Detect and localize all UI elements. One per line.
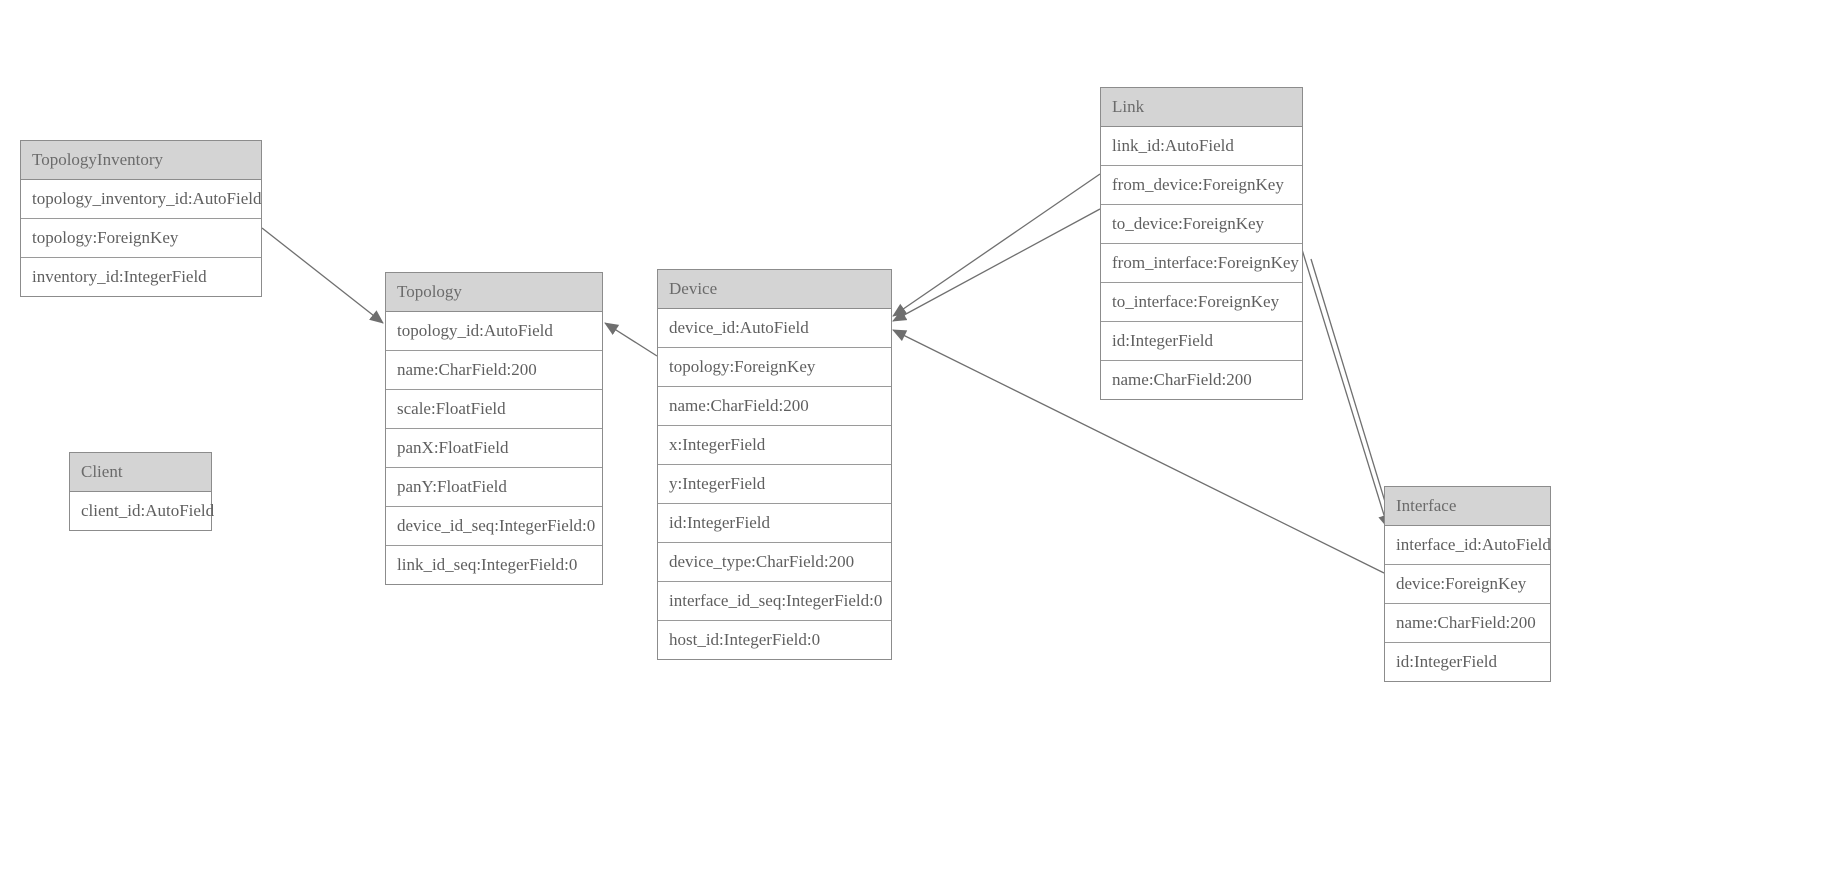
entity-field[interactable]: device_id_seq:IntegerField:0 bbox=[386, 507, 602, 546]
entity-field[interactable]: topology_id:AutoField bbox=[386, 312, 602, 351]
entity-field-list: topology_id:AutoField name:CharField:200… bbox=[386, 312, 602, 584]
entity-field[interactable]: scale:FloatField bbox=[386, 390, 602, 429]
entity-field[interactable]: device_type:CharField:200 bbox=[658, 543, 891, 582]
edge-link-to-interface-to-interface bbox=[1310, 258, 1395, 529]
edge-device-to-topology bbox=[604, 322, 658, 357]
entity-field[interactable]: name:CharField:200 bbox=[1112, 370, 1252, 389]
entity-field[interactable]: from_interface:ForeignKey bbox=[1101, 244, 1302, 283]
edge-link-from-device-to-device bbox=[892, 173, 1101, 317]
entity-field-list: link_id:AutoField from_device:ForeignKey… bbox=[1101, 127, 1302, 399]
entity-title: TopologyInventory bbox=[21, 141, 261, 180]
entity-device[interactable]: Device device_id:AutoField topology:Fore… bbox=[657, 269, 892, 660]
entity-field[interactable]: interface_id_seq:IntegerField:0 bbox=[658, 582, 891, 621]
entity-field[interactable]: to_device:ForeignKey bbox=[1101, 205, 1302, 244]
entity-title: Topology bbox=[386, 273, 602, 312]
entity-field-list: client_id:AutoField bbox=[70, 492, 215, 530]
entity-field[interactable]: host_id:IntegerField:0 bbox=[669, 630, 821, 649]
entity-field[interactable]: device:ForeignKey bbox=[1385, 565, 1550, 604]
entity-topologyinventory[interactable]: TopologyInventory topology_inventory_id:… bbox=[20, 140, 262, 297]
entity-field[interactable]: to_interface:ForeignKey bbox=[1101, 283, 1302, 322]
entity-field[interactable]: id:IntegerField bbox=[658, 504, 891, 543]
entity-field[interactable]: name:CharField:200 bbox=[1385, 604, 1550, 643]
entity-title: Client bbox=[70, 453, 211, 492]
entity-field[interactable]: interface_id:AutoField bbox=[1385, 526, 1551, 565]
entity-field[interactable]: topology:ForeignKey bbox=[21, 219, 261, 258]
entity-field[interactable]: link_id:AutoField bbox=[1101, 127, 1302, 166]
entity-field[interactable]: panY:FloatField bbox=[386, 468, 602, 507]
entity-field[interactable]: topology_inventory_id:AutoField bbox=[21, 180, 262, 219]
entity-link[interactable]: Link link_id:AutoField from_device:Forei… bbox=[1100, 87, 1303, 400]
entity-topology[interactable]: Topology topology_id:AutoField name:Char… bbox=[385, 272, 603, 585]
entity-field[interactable]: id:IntegerField bbox=[1396, 652, 1498, 671]
entity-field[interactable]: name:CharField:200 bbox=[658, 387, 891, 426]
entity-field[interactable]: panX:FloatField bbox=[386, 429, 602, 468]
entity-field-list: interface_id:AutoField device:ForeignKey… bbox=[1385, 526, 1551, 681]
entity-field[interactable]: from_device:ForeignKey bbox=[1101, 166, 1302, 205]
edge-link-from-interface-to-interface bbox=[1299, 242, 1390, 529]
entity-field[interactable]: name:CharField:200 bbox=[386, 351, 602, 390]
entity-field[interactable]: client_id:AutoField bbox=[81, 501, 215, 520]
entity-field-list: topology_inventory_id:AutoField topology… bbox=[21, 180, 262, 296]
entity-field[interactable]: device_id:AutoField bbox=[658, 309, 891, 348]
entity-field[interactable]: topology:ForeignKey bbox=[658, 348, 891, 387]
entity-title: Link bbox=[1101, 88, 1302, 127]
entity-field[interactable]: id:IntegerField bbox=[1101, 322, 1302, 361]
entity-client[interactable]: Client client_id:AutoField bbox=[69, 452, 215, 531]
edge-link-to-device-to-device bbox=[892, 208, 1101, 322]
edge-topologyinventory-to-topology bbox=[261, 227, 384, 324]
entity-field[interactable]: y:IntegerField bbox=[658, 465, 891, 504]
entity-title: Interface bbox=[1385, 487, 1550, 526]
entity-title: Device bbox=[658, 270, 891, 309]
entity-interface[interactable]: Interface interface_id:AutoField device:… bbox=[1384, 486, 1551, 682]
entity-field[interactable]: inventory_id:IntegerField bbox=[32, 267, 207, 286]
entity-field[interactable]: link_id_seq:IntegerField:0 bbox=[397, 555, 578, 574]
entity-field-list: device_id:AutoField topology:ForeignKey … bbox=[658, 309, 891, 659]
entity-field[interactable]: x:IntegerField bbox=[658, 426, 891, 465]
